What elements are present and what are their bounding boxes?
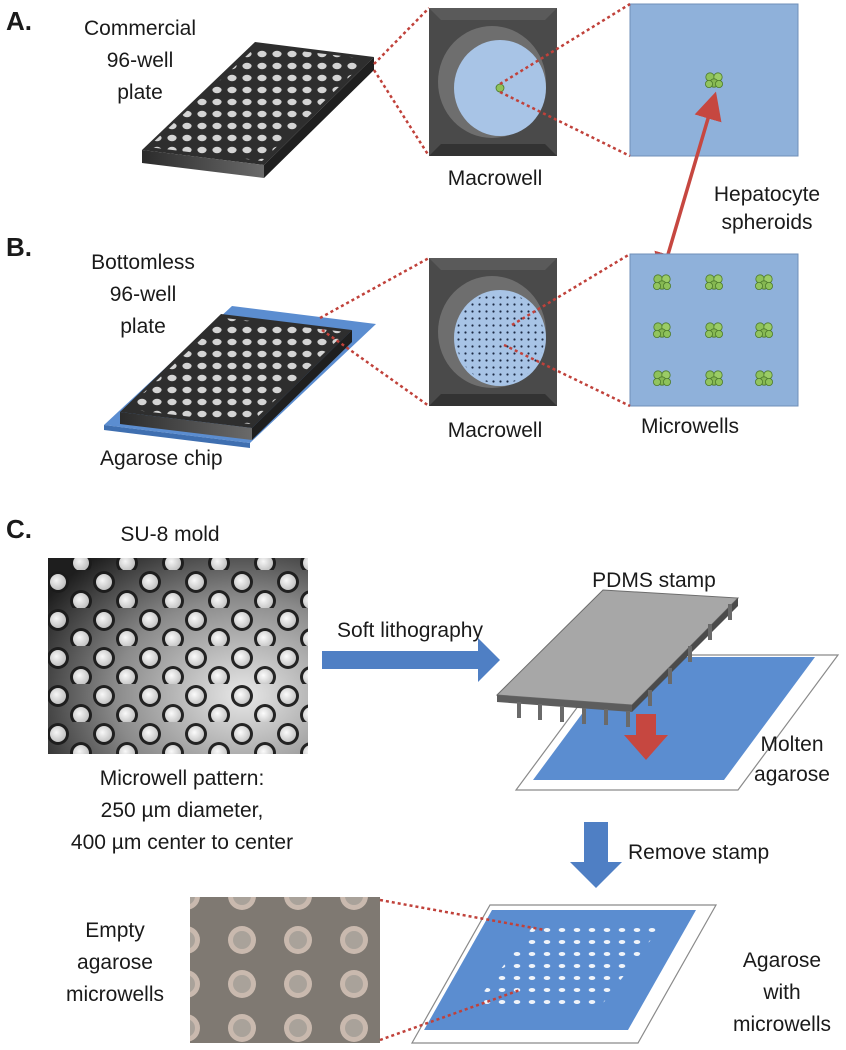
final-label-2: with	[763, 981, 801, 1004]
remove-stamp-arrow	[570, 822, 622, 888]
soft-lithography-label: Soft lithography	[337, 619, 483, 642]
panel-a-plate-label-1: Commercial	[83, 17, 197, 40]
panel-b-plate-label-1: Bottomless	[91, 251, 195, 274]
panel-a-letter: A.	[6, 6, 32, 36]
pattern-label-3: 400 µm center to center	[70, 831, 294, 854]
pattern-label-1: Microwell pattern:	[99, 767, 265, 790]
su8-mold-image	[48, 558, 308, 754]
molten-agarose-label-2: agarose	[754, 763, 830, 786]
pdms-stamp-label: PDMS stamp	[592, 569, 716, 592]
panel-b-macrowell	[429, 258, 557, 406]
molten-agarose-label-1: Molten	[760, 733, 824, 756]
panel-a-macrowell-label: Macrowell	[447, 167, 543, 190]
panel-a-macrowell	[429, 8, 557, 156]
panel-a-plate-label-3: plate	[117, 81, 163, 104]
spheroid-link-arrow	[654, 91, 722, 282]
agarose-chip-label: Agarose chip	[100, 447, 223, 470]
panel-c-zoom-lines	[379, 898, 546, 1042]
final-label-1: Agarose	[742, 949, 822, 972]
remove-stamp-label: Remove stamp	[628, 841, 770, 864]
panel-a-spheroid-panel	[629, 3, 799, 157]
final-label-3: microwells	[732, 1013, 832, 1036]
panel-b-zoom-lines	[319, 252, 631, 408]
press-down-arrow	[624, 714, 668, 760]
pattern-label-2: 250 µm diameter,	[100, 799, 264, 822]
su8-mold-label: SU-8 mold	[120, 523, 220, 546]
panel-b-macrowell-label: Macrowell	[447, 419, 543, 442]
panel-c-letter: C.	[6, 514, 32, 544]
pdms-stamp-assembly	[495, 589, 840, 791]
panel-a-zoom-lines	[372, 2, 631, 158]
empty-label-3: microwells	[65, 983, 165, 1006]
soft-lithography-arrow	[322, 638, 500, 682]
panel-b-plate-label-2: 96-well	[109, 283, 177, 306]
panel-b-letter: B.	[6, 232, 32, 262]
panel-b-microwell-panel	[629, 253, 799, 407]
microwells-label: Microwells	[640, 415, 740, 438]
panel-b-plate	[104, 306, 376, 448]
empty-label-1: Empty	[85, 919, 145, 942]
agarose-chip-final	[410, 904, 718, 1044]
panel-a-plate	[142, 42, 374, 178]
panel-a-plate-label-2: 96-well	[106, 49, 174, 72]
empty-microwell-photo	[190, 897, 380, 1043]
panel-b-plate-label-3: plate	[120, 315, 166, 338]
empty-label-2: agarose	[77, 951, 153, 974]
spheroids-label-1: Hepatocyte	[713, 183, 821, 206]
spheroids-label-2: spheroids	[721, 211, 813, 234]
